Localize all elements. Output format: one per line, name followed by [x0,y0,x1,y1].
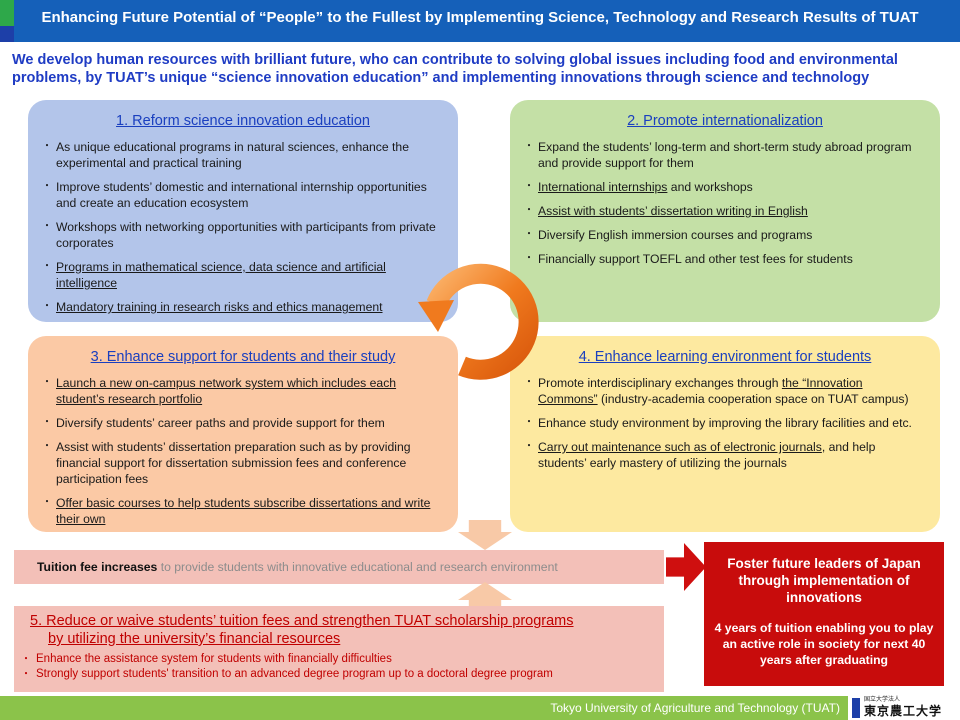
leaders-title: Foster future leaders of Japan through i… [727,556,921,605]
panel-title: 1. Reform science innovation education [116,113,370,129]
page-title: Enhancing Future Potential of “People” t… [41,9,919,26]
panel-list: Promote interdisciplinary exchanges thro… [524,375,922,471]
panel-title: 4. Enhance learning environment for stud… [578,349,872,365]
tuition-reduction-box: 5. Reduce or waive students’ tuition fee… [14,606,664,692]
reduction-title: 5. Reduce or waive students’ tuition fee… [30,612,648,648]
list-item: Carry out maintenance such as of electro… [524,439,922,471]
list-item: Financially support TOEFL and other test… [524,251,922,267]
corner-accent-blue [0,26,14,42]
list-item: Programs in mathematical science, data s… [42,259,440,291]
plain-text: and workshops [667,180,753,194]
list-item: Enhance study environment by improving t… [524,415,922,431]
tuition-bar: Tuition fee increases to provide student… [14,550,664,584]
tuition-label: Tuition fee increases [37,560,158,574]
highlight-text: Carry out maintenance such as of electro… [538,440,822,454]
logo-subtitle: 国立大学法人 [864,697,901,703]
footer-university-name: Tokyo University of Agriculture and Tech… [550,701,840,715]
future-leaders-box: Foster future leaders of Japan through i… [704,542,944,686]
list-item: Diversify students’ career paths and pro… [42,415,440,431]
list-item: Assist with students’ dissertation writi… [524,203,922,219]
tuat-logo-icon: 国立大学法人 東京農工大学 [850,696,960,720]
footer-bar: Tokyo University of Agriculture and Tech… [0,696,848,720]
list-item: Promote interdisciplinary exchanges thro… [524,375,922,407]
corner-accent-green [0,0,14,26]
panel-title: 2. Promote internationalization [627,113,823,129]
plain-text: Promote interdisciplinary exchanges thro… [538,376,782,390]
reduction-list: Enhance the assistance system for studen… [21,652,648,682]
panel-list: As unique educational programs in natura… [42,139,440,315]
tuition-description: to provide students with innovative educ… [157,560,558,574]
list-item: Offer basic courses to help students sub… [42,495,440,527]
list-item: Strongly support students' transition to… [21,667,648,682]
list-item: Workshops with networking opportunities … [42,219,440,251]
intro-statement: We develop human resources with brillian… [12,52,898,86]
panel-list: Expand the students’ long-term and short… [524,139,922,267]
right-arrow-icon [666,543,706,591]
panel-student-support: 3. Enhance support for students and thei… [28,336,458,532]
panel-internationalization: 2. Promote internationalization Expand t… [510,100,940,322]
list-item: Enhance the assistance system for studen… [21,652,648,667]
list-item: International internships and workshops [524,179,922,195]
leaders-text: 4 years of tuition enabling you to play … [714,621,934,667]
down-arrow-icon [458,520,512,550]
panel-reform-education: 1. Reform science innovation education A… [28,100,458,322]
header-bar: Enhancing Future Potential of “People” t… [0,0,960,42]
plain-text: (industry-academia cooperation space on … [597,392,909,406]
panel-learning-environment: 4. Enhance learning environment for stud… [510,336,940,532]
logo-mark [852,698,860,718]
list-item: Improve students’ domestic and internati… [42,179,440,211]
panel-title: 3. Enhance support for students and thei… [90,349,396,365]
list-item: Expand the students’ long-term and short… [524,139,922,171]
logo-name: 東京農工大学 [864,704,943,718]
highlight-text: the “Innovation Commons” [538,376,863,406]
panel-list: Launch a new on-campus network system wh… [42,375,440,527]
list-item: Assist with students’ dissertation prepa… [42,439,440,487]
reduction-title-line2: by utilizing the university’s financial … [48,631,341,647]
reduction-title-line1: 5. Reduce or waive students’ tuition fee… [30,613,574,629]
plain-text: , and help students’ early mastery of ut… [538,440,876,470]
list-item: Mandatory training in research risks and… [42,299,440,315]
list-item: Diversify English immersion courses and … [524,227,922,243]
highlight-text: International internships [538,180,668,194]
list-item: Launch a new on-campus network system wh… [42,375,440,407]
list-item: As unique educational programs in natura… [42,139,440,171]
